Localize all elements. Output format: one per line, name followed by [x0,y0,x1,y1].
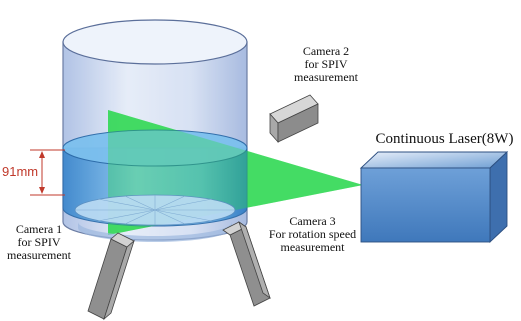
camera-1-icon [87,232,135,321]
camera-3-line-2: For rotation speed [268,227,357,241]
camera-3-line-3: measurement [280,240,345,254]
rotating-disk-icon [74,194,236,226]
camera-2-icon [269,94,319,144]
camera-1-label: Camera 1 for SPIV measurement [2,223,76,262]
camera-3-label: Camera 3 For rotation speed measurement [250,215,375,254]
camera-2-line-1: Camera 2 [302,44,350,58]
depth-dimension-icon [30,149,65,196]
camera-3-icon [222,220,271,307]
camera-2-line-3: measurement [294,70,358,84]
camera-1-line-2: for SPIV [17,235,61,249]
depth-label: 91mm [2,164,39,179]
camera-3-line-1: Camera 3 [289,214,336,228]
camera-1-line-3: measurement [7,248,71,262]
camera-2-label: Camera 2 for SPIV measurement [276,45,376,84]
laser-box-icon [359,150,509,244]
laser-label: Continuous Laser(8W) [375,131,514,147]
camera-1-line-1: Camera 1 [15,222,63,236]
camera-2-line-2: for SPIV [304,57,348,71]
